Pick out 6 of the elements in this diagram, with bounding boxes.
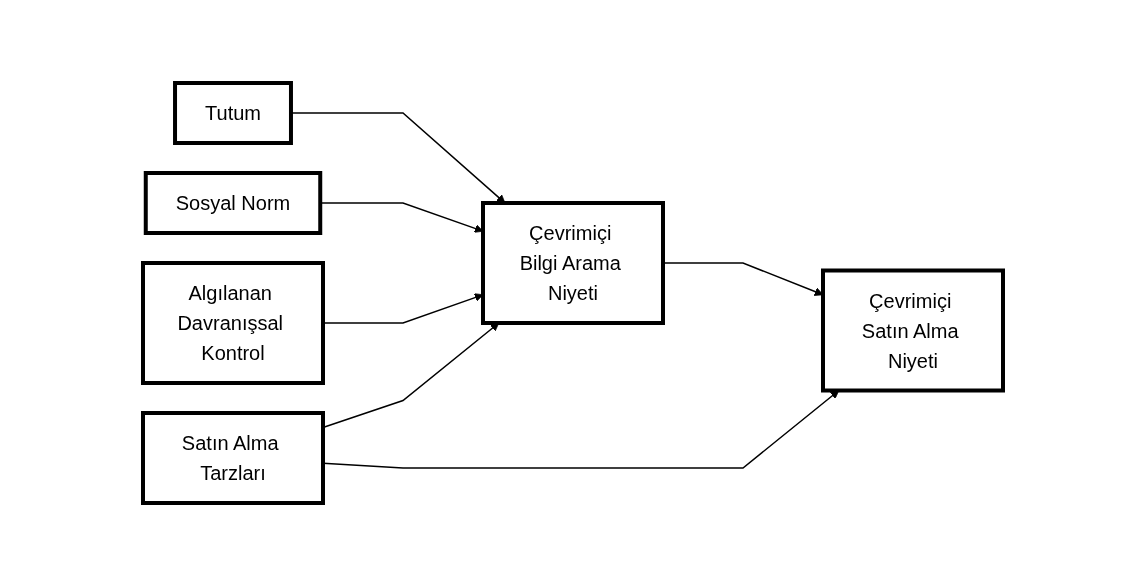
node-box: Satın Alma Tarzları [140, 411, 325, 505]
node-box: Sosyal Norm [143, 171, 322, 235]
node-box: Çevrimiçi Satın Alma Niyeti [820, 268, 1005, 393]
node-box: Algılanan Davranışsal Kontrol [140, 261, 325, 385]
node-box: Tutum [172, 81, 293, 145]
node-box: Çevrimiçi Bilgi Arama Niyeti [480, 201, 665, 325]
